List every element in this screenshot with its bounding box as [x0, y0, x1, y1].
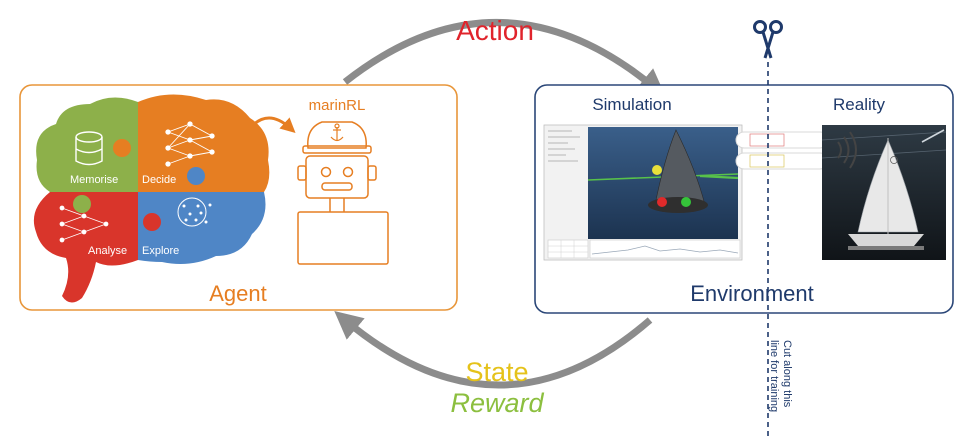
brain-analyse-label: Analyse	[88, 245, 127, 257]
brain-analyse-lobe	[33, 192, 138, 303]
state-label: State	[465, 357, 528, 387]
brain-memorise-label: Memorise	[70, 174, 118, 186]
database-icon	[75, 131, 103, 166]
brain-explore-lobe	[138, 192, 266, 264]
reality-label: Reality	[833, 95, 885, 114]
cut-instruction-line1: Cut along this	[781, 340, 793, 408]
explore-scatter-icon	[177, 197, 212, 227]
simulation-screenshot	[543, 124, 743, 261]
environment-label: Environment	[690, 281, 814, 306]
wireless-signal-icon	[837, 131, 857, 169]
brain-decide-label: Decide	[142, 174, 176, 186]
brain-to-robot-arrow	[248, 116, 296, 134]
sim-reality-connector	[735, 131, 829, 170]
reward-label: Reward	[450, 388, 544, 418]
state-reward-arrow	[334, 311, 653, 389]
anchor-icon	[330, 123, 344, 142]
brain-graphic: Memorise Decide Analyse Explore	[33, 94, 270, 303]
analyse-network-icon	[59, 205, 109, 243]
action-arrow	[342, 19, 666, 97]
brain-memorise-lobe	[36, 97, 138, 192]
robot-body	[297, 211, 389, 265]
action-label: Action	[456, 15, 534, 46]
simulation-label: Simulation	[592, 95, 671, 114]
reality-photo	[821, 125, 947, 260]
cut-instruction-line2: line for training	[768, 340, 780, 412]
neural-network-icon	[165, 121, 215, 167]
marinrl-label: marinRL	[309, 97, 366, 114]
agent-label: Agent	[209, 281, 267, 306]
brain-explore-label: Explore	[142, 245, 179, 257]
robot-graphic	[297, 121, 389, 265]
scissors-icon	[753, 20, 783, 59]
captain-hat	[307, 121, 367, 149]
brain-decide-lobe	[138, 94, 270, 192]
